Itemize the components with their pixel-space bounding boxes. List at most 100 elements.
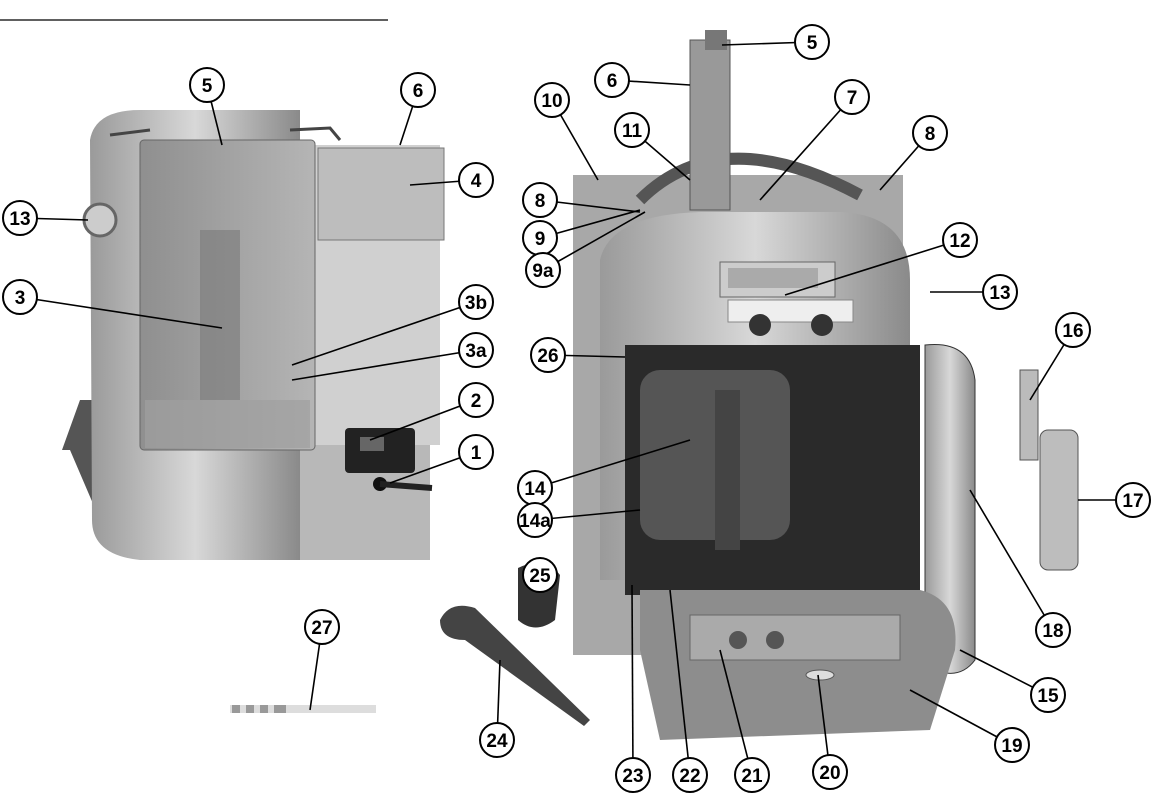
callout-circle bbox=[1030, 677, 1066, 713]
drip-tray bbox=[640, 590, 956, 740]
callout-left-27: 27 bbox=[304, 609, 340, 645]
callout-label: 27 bbox=[311, 618, 332, 639]
callout-left-4: 4 bbox=[458, 162, 494, 198]
callout-circle bbox=[2, 200, 38, 236]
callout-label: 5 bbox=[202, 76, 213, 97]
machine-side-view bbox=[62, 110, 445, 713]
callout-circle bbox=[912, 115, 948, 151]
callout-circle bbox=[304, 609, 340, 645]
callout-label: 18 bbox=[1042, 621, 1063, 642]
callout-label: 1 bbox=[471, 443, 482, 464]
callout-left-3a: 3a bbox=[458, 332, 494, 368]
callout-label: 8 bbox=[925, 124, 936, 145]
callout-circle bbox=[522, 182, 558, 218]
callout-circle bbox=[794, 24, 830, 60]
callout-right-8: 8 bbox=[912, 115, 948, 151]
callout-circle bbox=[982, 274, 1018, 310]
leader-line-left-2 bbox=[369, 399, 477, 441]
callout-circle bbox=[458, 284, 494, 320]
cappuccinatore bbox=[1039, 429, 1079, 571]
callout-right-13: 13 bbox=[982, 274, 1018, 310]
callout-right-22: 22 bbox=[672, 757, 708, 793]
callout-label: 7 bbox=[847, 88, 858, 109]
callout-left-1: 1 bbox=[458, 434, 494, 470]
leader-line-right-14 bbox=[534, 439, 691, 489]
water-tank-top bbox=[689, 39, 731, 211]
callout-circle bbox=[1055, 312, 1091, 348]
callout-circle bbox=[400, 72, 436, 108]
callout-right-26: 26 bbox=[530, 337, 566, 373]
callout-left-13: 13 bbox=[2, 200, 38, 236]
callout-right-9: 9 bbox=[522, 220, 558, 256]
callout-label: 3 bbox=[15, 288, 26, 309]
scale-bar bbox=[230, 705, 376, 713]
callout-right-10: 10 bbox=[534, 82, 570, 118]
callout-circle bbox=[458, 162, 494, 198]
callout-label: 13 bbox=[989, 283, 1010, 304]
callout-circle bbox=[525, 252, 561, 288]
leader-line-right-22 bbox=[669, 589, 691, 776]
callout-right-5: 5 bbox=[794, 24, 830, 60]
callout-label: 9a bbox=[532, 261, 554, 282]
callout-left-6: 6 bbox=[400, 72, 436, 108]
knob-13-left bbox=[82, 202, 118, 238]
callout-circle bbox=[834, 79, 870, 115]
bean-container bbox=[317, 147, 445, 241]
callout-label: 10 bbox=[541, 91, 562, 112]
callout-circle bbox=[614, 112, 650, 148]
leader-line-right-21 bbox=[719, 649, 753, 776]
callout-left-2: 2 bbox=[458, 382, 494, 418]
callout-circle bbox=[615, 757, 651, 793]
callout-label: 9 bbox=[535, 229, 546, 250]
callout-circle bbox=[534, 82, 570, 118]
callout-left-3b: 3b bbox=[458, 284, 494, 320]
callout-circle bbox=[672, 757, 708, 793]
callout-circle bbox=[1035, 612, 1071, 648]
leader-line-right-7 bbox=[759, 96, 853, 201]
callout-right-14: 14 bbox=[517, 470, 553, 506]
leader-line-right-12 bbox=[784, 239, 961, 296]
callout-right-21: 21 bbox=[734, 757, 770, 793]
carry-handle bbox=[635, 152, 863, 205]
callout-left-5: 5 bbox=[189, 67, 225, 103]
callout-right-17: 17 bbox=[1115, 482, 1151, 518]
callout-circle bbox=[517, 502, 553, 538]
callout-right-19: 19 bbox=[994, 727, 1030, 763]
callout-label: 19 bbox=[1001, 736, 1022, 757]
callout-label: 26 bbox=[537, 346, 558, 367]
callout-circle bbox=[734, 757, 770, 793]
left-knob bbox=[749, 314, 771, 336]
callout-right-11: 11 bbox=[614, 112, 650, 148]
callout-right-7: 7 bbox=[834, 79, 870, 115]
callout-left-3: 3 bbox=[2, 279, 38, 315]
callout-right-25: 25 bbox=[522, 557, 558, 593]
callout-right-20: 20 bbox=[812, 754, 848, 790]
callout-circle bbox=[994, 727, 1030, 763]
machine-front-view bbox=[440, 30, 1079, 740]
leader-line-left-3 bbox=[19, 296, 223, 329]
leader-line-right-9a bbox=[542, 211, 646, 271]
callout-label: 22 bbox=[679, 766, 700, 787]
callout-label: 14a bbox=[519, 511, 551, 532]
callout-label: 3a bbox=[465, 341, 487, 362]
callout-circle bbox=[812, 754, 848, 790]
callout-right-9a: 9a bbox=[525, 252, 561, 288]
callout-label: 24 bbox=[486, 731, 508, 752]
callout-label: 17 bbox=[1122, 491, 1143, 512]
callout-label: 8 bbox=[535, 191, 546, 212]
callout-label: 25 bbox=[529, 566, 551, 587]
callout-circle bbox=[189, 67, 225, 103]
callout-circle bbox=[1115, 482, 1151, 518]
callout-circle bbox=[942, 222, 978, 258]
callout-label: 5 bbox=[807, 33, 818, 54]
callout-circle bbox=[458, 434, 494, 470]
callout-label: 4 bbox=[471, 171, 482, 192]
callout-right-6: 6 bbox=[594, 62, 630, 98]
callout-circle bbox=[594, 62, 630, 98]
leader-lines bbox=[19, 41, 1133, 776]
callout-label: 21 bbox=[741, 766, 763, 787]
callout-circle bbox=[458, 382, 494, 418]
callout-label: 23 bbox=[622, 766, 643, 787]
